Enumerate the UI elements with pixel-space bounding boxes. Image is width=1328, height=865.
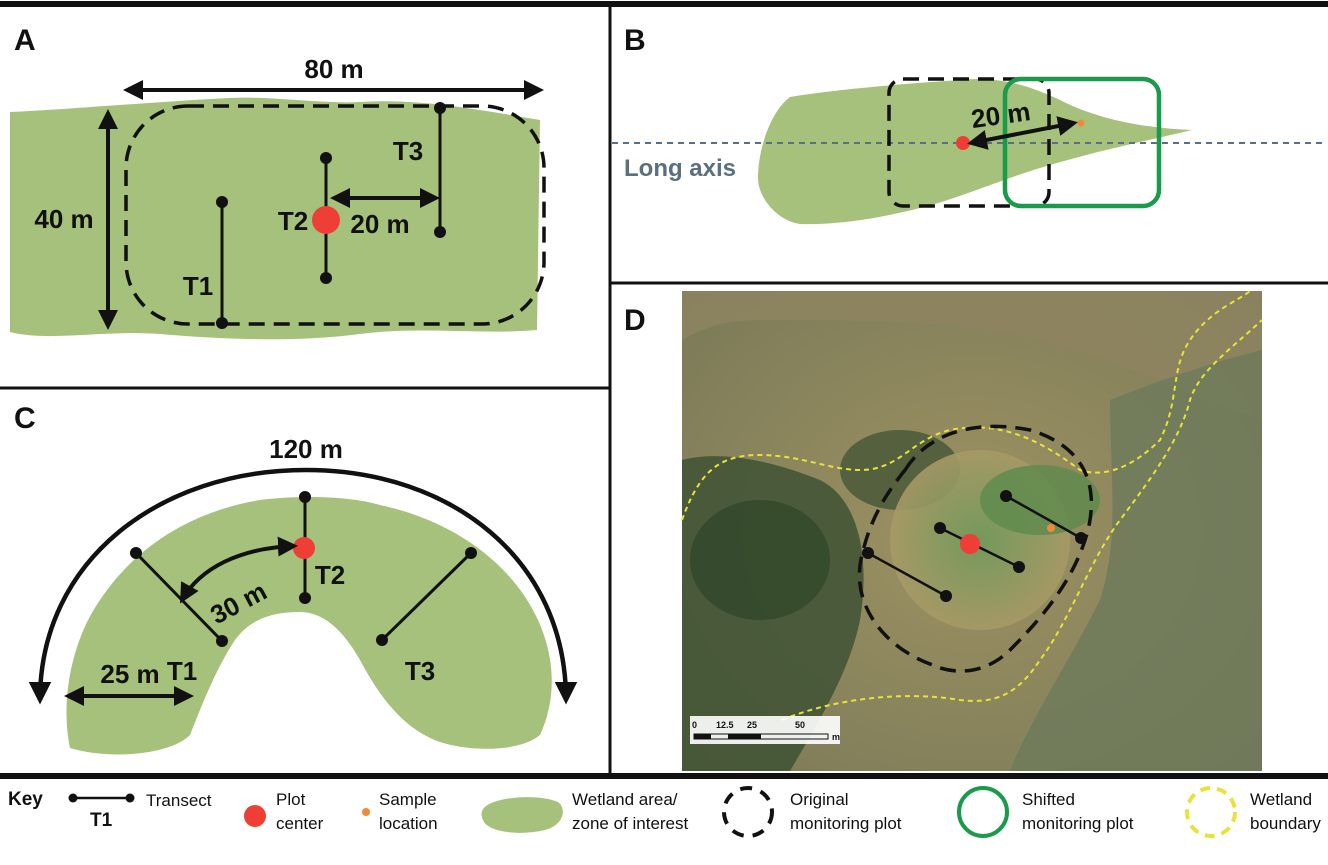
wetland-area-b [758, 79, 1192, 225]
original-plot-d [857, 424, 1094, 673]
plot-center-b [956, 136, 970, 150]
sample-location-d [1047, 524, 1055, 532]
legend-plot-center-line1: Plot [276, 790, 306, 809]
arc-arrow-c [28, 467, 578, 705]
long-axis-label: Long axis [624, 155, 736, 182]
plot-center-a [312, 206, 340, 234]
scale-tick-2: 25 [747, 720, 757, 730]
height-label-a: 40 m [34, 204, 93, 234]
scale-tick-0: 0 [692, 720, 697, 730]
panel-c: C 120 m 30 m 25 m T1 T2 T3 [14, 402, 578, 755]
legend-original-plot-line2: monitoring plot [790, 814, 902, 833]
transect-t1-c [134, 551, 224, 643]
scale-bar-d: 0 12.5 25 50 m [690, 716, 840, 744]
transect-2-d [939, 526, 1020, 569]
t1-label-a: T1 [183, 271, 213, 301]
panel-d: D 0 12.5 25 50 m [624, 290, 1263, 771]
original-plot-a [124, 104, 546, 326]
legend-wetland-area-line1: Wetland area/ [572, 790, 678, 809]
legend: Key T1 Transect Plot center Sample locat… [8, 786, 1321, 838]
t1-label-c: T1 [167, 656, 197, 686]
scale-tick-3: 50 [795, 720, 805, 730]
legend-plot-center-line2: center [276, 814, 324, 833]
wetland-boundary-d [681, 290, 1251, 521]
legend-original-plot-line1: Original [790, 790, 849, 809]
plot-center-d [960, 534, 980, 554]
legend-transect-label: Transect [146, 791, 212, 810]
legend-wetland-boundary-swatch [1185, 786, 1237, 838]
plot-center-c [293, 537, 315, 559]
legend-wetland-area-swatch [481, 797, 563, 833]
t2-label-c: T2 [315, 560, 345, 590]
legend-sample-location-line1: Sample [379, 790, 437, 809]
wetland-area-c [66, 497, 552, 755]
arc-spacing-arrow-c [180, 536, 298, 604]
legend-wetland-boundary-line2: boundary [1250, 814, 1321, 833]
transect-1-d [867, 551, 947, 598]
legend-wetland-area-line2: zone of interest [572, 814, 689, 833]
sample-location-b [1077, 119, 1085, 127]
legend-wetland-boundary-line1: Wetland [1250, 790, 1312, 809]
legend-original-plot-swatch [722, 786, 774, 838]
legend-shifted-plot-line2: monitoring plot [1022, 814, 1134, 833]
panel-d-letter: D [624, 304, 646, 337]
width-label-a: 80 m [304, 54, 363, 84]
wetland-area-a [10, 97, 540, 340]
panel-b: B Long axis 20 m [612, 24, 1326, 225]
panel-b-letter: B [624, 24, 646, 57]
panel-frame [0, 1, 1328, 779]
aerial-image [681, 290, 1263, 771]
transect-3-d [1005, 494, 1082, 540]
legend-sample-location-dot [362, 808, 370, 816]
panel-a: A 80 m 40 m 20 m T1 T2 T3 [10, 24, 546, 340]
transect-t3-c [380, 551, 473, 642]
panel-a-letter: A [14, 24, 36, 57]
key-title: Key [8, 789, 43, 810]
scale-tick-1: 12.5 [716, 720, 734, 730]
spacing-label-a: 20 m [350, 209, 409, 239]
t3-label-a: T3 [393, 136, 423, 166]
shift-arrow-b [967, 116, 1078, 150]
panel-c-letter: C [14, 402, 36, 435]
legend-transect-example: T1 [90, 810, 113, 831]
legend-shifted-plot-swatch [957, 786, 1009, 838]
arc-label-c: 120 m [269, 434, 343, 464]
legend-plot-center-dot [244, 805, 266, 827]
scale-unit: m [832, 732, 840, 742]
t2-label-a: T2 [278, 206, 308, 236]
t3-label-c: T3 [405, 656, 435, 686]
legend-sample-location-line2: location [379, 814, 438, 833]
width-label-c: 25 m [100, 659, 159, 689]
legend-shifted-plot-line1: Shifted [1022, 790, 1075, 809]
